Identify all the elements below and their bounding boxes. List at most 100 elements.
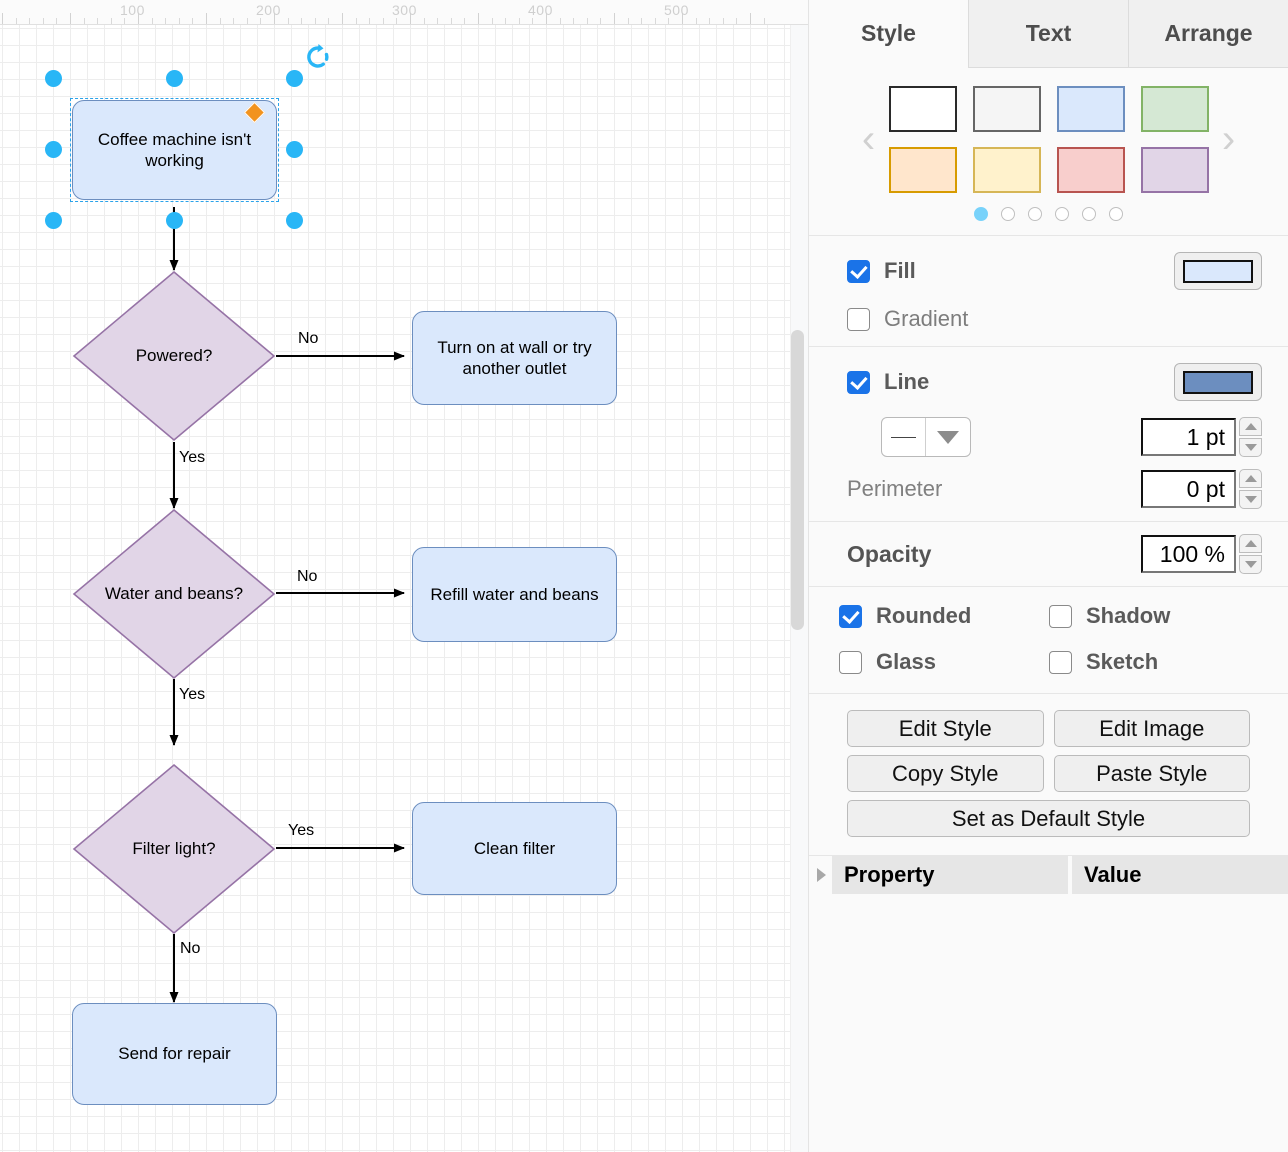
sketch-checkbox[interactable] <box>1049 650 1072 674</box>
ruler-tick <box>287 18 289 24</box>
edge-label-filter-yes: Yes <box>288 822 315 839</box>
line-row[interactable]: Line <box>847 369 929 395</box>
fill-color-swatch <box>1183 259 1253 283</box>
glass-row[interactable]: Glass <box>839 649 1049 675</box>
gradient-checkbox[interactable] <box>847 307 870 331</box>
ruler-tick <box>29 18 31 24</box>
fill-row[interactable]: Fill <box>847 258 916 284</box>
palette-page-dot-4[interactable] <box>1055 207 1069 221</box>
line-style-dropdown[interactable] <box>881 417 971 457</box>
ruler-tick <box>301 18 303 24</box>
node-refill[interactable]: Refill water and beans <box>412 547 617 642</box>
resize-handle-w[interactable] <box>45 141 62 158</box>
resize-handle-s[interactable] <box>166 212 183 229</box>
palette-page-dot-5[interactable] <box>1082 207 1096 221</box>
style-swatch-orange[interactable] <box>888 147 957 193</box>
line-width-decrement-icon[interactable] <box>1239 438 1262 457</box>
shadow-row[interactable]: Shadow <box>1049 603 1262 629</box>
style-swatch-blue[interactable] <box>1056 86 1125 132</box>
resize-handle-nw[interactable] <box>45 70 62 87</box>
format-panel: Style Text Arrange ‹ › <box>808 0 1288 1152</box>
opacity-increment-icon[interactable] <box>1239 534 1262 553</box>
ruler-tick <box>369 18 371 24</box>
resize-handle-se[interactable] <box>286 212 303 229</box>
line-color-button[interactable] <box>1174 363 1262 401</box>
edit-image-button[interactable]: Edit Image <box>1053 710 1250 747</box>
node-label: Send for repair <box>118 1044 231 1064</box>
perimeter-stepper[interactable] <box>1239 469 1262 509</box>
style-swatch-red[interactable] <box>1056 147 1125 193</box>
fill-label: Fill <box>884 258 916 283</box>
node-filter-light[interactable]: Filter light? <box>72 763 276 935</box>
resize-handle-e[interactable] <box>286 141 303 158</box>
ruler-tick <box>410 13 411 24</box>
ruler-tick <box>260 18 262 24</box>
selection-outline <box>70 98 279 202</box>
node-label: Filter light? <box>132 839 216 859</box>
resize-handle-sw[interactable] <box>45 212 62 229</box>
node-send-repair[interactable]: Send for repair <box>72 1003 277 1105</box>
style-swatch-purple[interactable] <box>1140 147 1209 193</box>
palette-page-dot-1[interactable] <box>974 207 988 221</box>
line-width-increment-icon[interactable] <box>1239 417 1262 436</box>
palette-page-dot-2[interactable] <box>1001 207 1015 221</box>
node-powered[interactable]: Powered? <box>72 270 276 442</box>
shadow-checkbox[interactable] <box>1049 604 1072 628</box>
paste-style-button[interactable]: Paste Style <box>1053 755 1250 792</box>
node-water-beans[interactable]: Water and beans? <box>72 508 276 680</box>
line-width-input[interactable]: 1 pt <box>1141 418 1236 456</box>
perimeter-input[interactable]: 0 pt <box>1141 470 1236 508</box>
chevron-down-icon[interactable] <box>925 418 970 456</box>
ruler-tick <box>382 18 384 24</box>
tab-style[interactable]: Style <box>809 0 968 68</box>
gradient-row[interactable]: Gradient <box>847 306 1262 332</box>
node-clean-filter[interactable]: Clean filter <box>412 802 617 895</box>
ruler-tick <box>518 18 520 24</box>
line-checkbox[interactable] <box>847 370 870 394</box>
style-swatch-gray[interactable] <box>972 86 1041 132</box>
rotate-icon[interactable] <box>305 44 331 70</box>
tab-text[interactable]: Text <box>968 0 1128 68</box>
tab-arrange[interactable]: Arrange <box>1128 0 1288 68</box>
resize-handle-n[interactable] <box>166 70 183 87</box>
ruler-label: 400 <box>528 2 553 18</box>
edit-style-button[interactable]: Edit Style <box>847 710 1044 747</box>
ruler-label: 500 <box>664 2 689 18</box>
palette-next-icon[interactable]: › <box>1221 117 1236 161</box>
opacity-stepper[interactable] <box>1239 534 1262 574</box>
line-width-stepper[interactable] <box>1239 417 1262 457</box>
ruler-tick <box>627 18 629 24</box>
resize-handle-ne[interactable] <box>286 70 303 87</box>
perimeter-decrement-icon[interactable] <box>1239 490 1262 509</box>
fill-color-button[interactable] <box>1174 252 1262 290</box>
perimeter-label: Perimeter <box>847 476 943 501</box>
vertical-scrollbar[interactable] <box>791 330 804 630</box>
opacity-decrement-icon[interactable] <box>1239 555 1262 574</box>
rounded-row[interactable]: Rounded <box>839 603 1049 629</box>
expand-triangle-icon[interactable] <box>817 868 826 882</box>
value-column-header: Value <box>1072 856 1288 894</box>
rounded-checkbox[interactable] <box>839 604 862 628</box>
fill-checkbox[interactable] <box>847 259 870 283</box>
palette-page-dot-3[interactable] <box>1028 207 1042 221</box>
copy-style-button[interactable]: Copy Style <box>847 755 1044 792</box>
ruler-tick <box>2 13 3 24</box>
style-swatch-white[interactable] <box>888 86 957 132</box>
perimeter-increment-icon[interactable] <box>1239 469 1262 488</box>
ruler-tick <box>437 18 439 24</box>
node-start[interactable]: Coffee machine isn't working <box>72 100 277 200</box>
palette-prev-icon[interactable]: ‹ <box>861 117 876 161</box>
style-swatch-green[interactable] <box>1140 86 1209 132</box>
style-swatch-yellow[interactable] <box>972 147 1041 193</box>
node-label: Refill water and beans <box>430 584 599 604</box>
edge-label-powered-yes: Yes <box>179 449 206 466</box>
diagram-surface[interactable]: Coffee machine isn't working <box>0 25 790 1152</box>
node-turn-on-outlet[interactable]: Turn on at wall or try another outlet <box>412 311 617 405</box>
glass-checkbox[interactable] <box>839 650 862 674</box>
opacity-input[interactable]: 100 % <box>1141 535 1236 573</box>
sketch-row[interactable]: Sketch <box>1049 649 1262 675</box>
palette-page-dot-6[interactable] <box>1109 207 1123 221</box>
set-default-style-button[interactable]: Set as Default Style <box>847 800 1250 837</box>
edge-label-water-yes: Yes <box>179 686 206 703</box>
